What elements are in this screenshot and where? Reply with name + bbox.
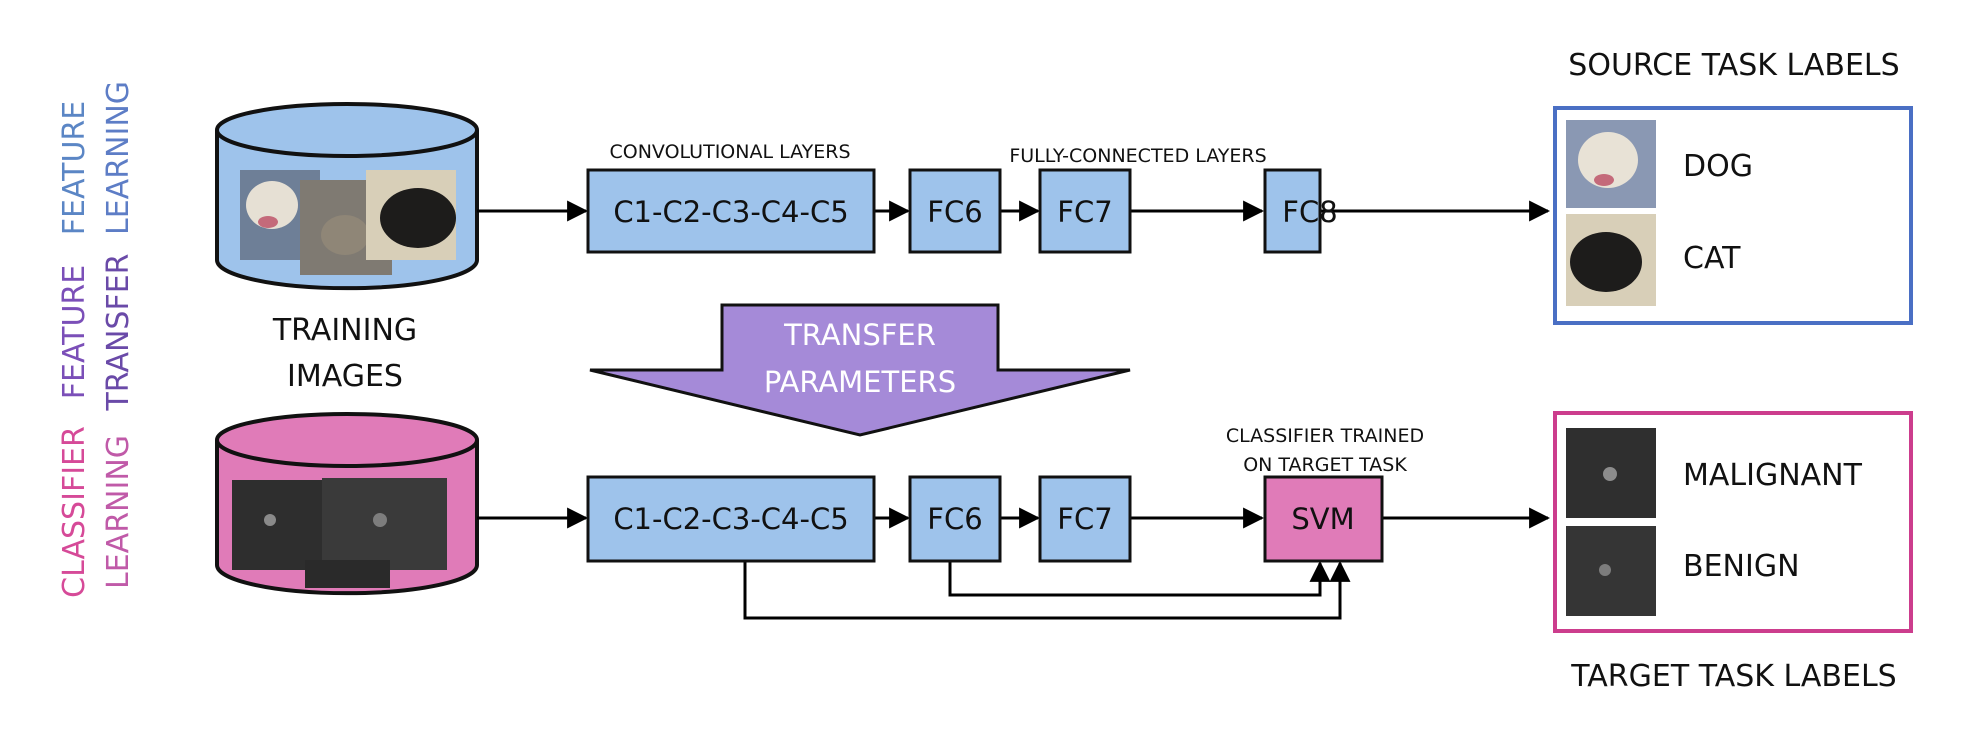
source-label-cat-text: CAT: [1683, 241, 1741, 276]
fc-layers-label: FULLY-CONNECTED LAYERS: [1009, 145, 1266, 167]
side-label-feature-learning-line2: LEARNING: [101, 81, 136, 235]
side-label-classifier-learning: CLASSIFIER LEARNING: [57, 426, 136, 598]
side-label-feature-learning-line1: FEATURE: [57, 101, 92, 236]
classifier-label-line1: CLASSIFIER TRAINED: [1226, 425, 1424, 447]
skip-conv-to-svm: [745, 561, 1340, 618]
target-image-database: [217, 414, 477, 593]
bottom-fc7-label: FC7: [1057, 502, 1112, 536]
skip-fc6-to-svm: [950, 561, 1320, 595]
transfer-parameters-arrow: TRANSFER PARAMETERS: [590, 305, 1130, 435]
top-fc7-label: FC7: [1057, 195, 1112, 229]
side-label-feature-transfer-line1: FEATURE: [57, 265, 92, 400]
side-label-feature-transfer: FEATURE TRANSFER: [57, 253, 136, 411]
top-fc8-label: FC8: [1282, 195, 1337, 229]
training-images-label-line2: IMAGES: [287, 359, 403, 394]
top-fc8: FC8: [1265, 170, 1338, 252]
benign-thumbnail: [1566, 526, 1656, 616]
side-label-classifier-learning-line2: LEARNING: [101, 435, 136, 589]
target-labels-title: TARGET TASK LABELS: [1570, 659, 1896, 694]
top-conv-layers: C1-C2-C3-C4-C5: [588, 170, 874, 252]
side-label-classifier-learning-line1: CLASSIFIER: [57, 426, 92, 598]
transfer-label-line1: TRANSFER: [783, 318, 936, 352]
bottom-fc6: FC6: [910, 477, 1000, 561]
source-labels-panel: DOG CAT: [1555, 108, 1911, 323]
side-label-feature-learning: FEATURE LEARNING: [57, 81, 136, 235]
target-labels-panel: MALIGNANT BENIGN: [1555, 413, 1911, 631]
mammogram-patch-1: [232, 480, 322, 570]
conv-layers-label: CONVOLUTIONAL LAYERS: [609, 141, 850, 163]
source-label-dog-text: DOG: [1683, 149, 1753, 184]
bottom-fc7: FC7: [1040, 477, 1130, 561]
top-fc6-label: FC6: [927, 195, 982, 229]
target-label-malignant-text: MALIGNANT: [1683, 458, 1863, 493]
svm-label: SVM: [1291, 502, 1354, 536]
source-labels-title: SOURCE TASK LABELS: [1568, 48, 1899, 83]
top-fc6: FC6: [910, 170, 1000, 252]
source-image-database: [217, 104, 477, 288]
classifier-label-line2: ON TARGET TASK: [1243, 454, 1407, 476]
side-label-feature-transfer-line2: TRANSFER: [101, 253, 136, 411]
transfer-label-line2: PARAMETERS: [764, 365, 956, 399]
top-conv-layers-label: C1-C2-C3-C4-C5: [613, 195, 848, 229]
bottom-conv-layers: C1-C2-C3-C4-C5: [588, 477, 874, 561]
top-fc7: FC7: [1040, 170, 1130, 252]
training-images-label-line1: TRAINING: [272, 313, 417, 348]
svm-classifier: SVM: [1265, 477, 1382, 561]
bottom-fc6-label: FC6: [927, 502, 982, 536]
mammogram-patch-3: [305, 560, 390, 588]
bottom-conv-layers-label: C1-C2-C3-C4-C5: [613, 502, 848, 536]
target-label-benign-text: BENIGN: [1683, 549, 1800, 584]
